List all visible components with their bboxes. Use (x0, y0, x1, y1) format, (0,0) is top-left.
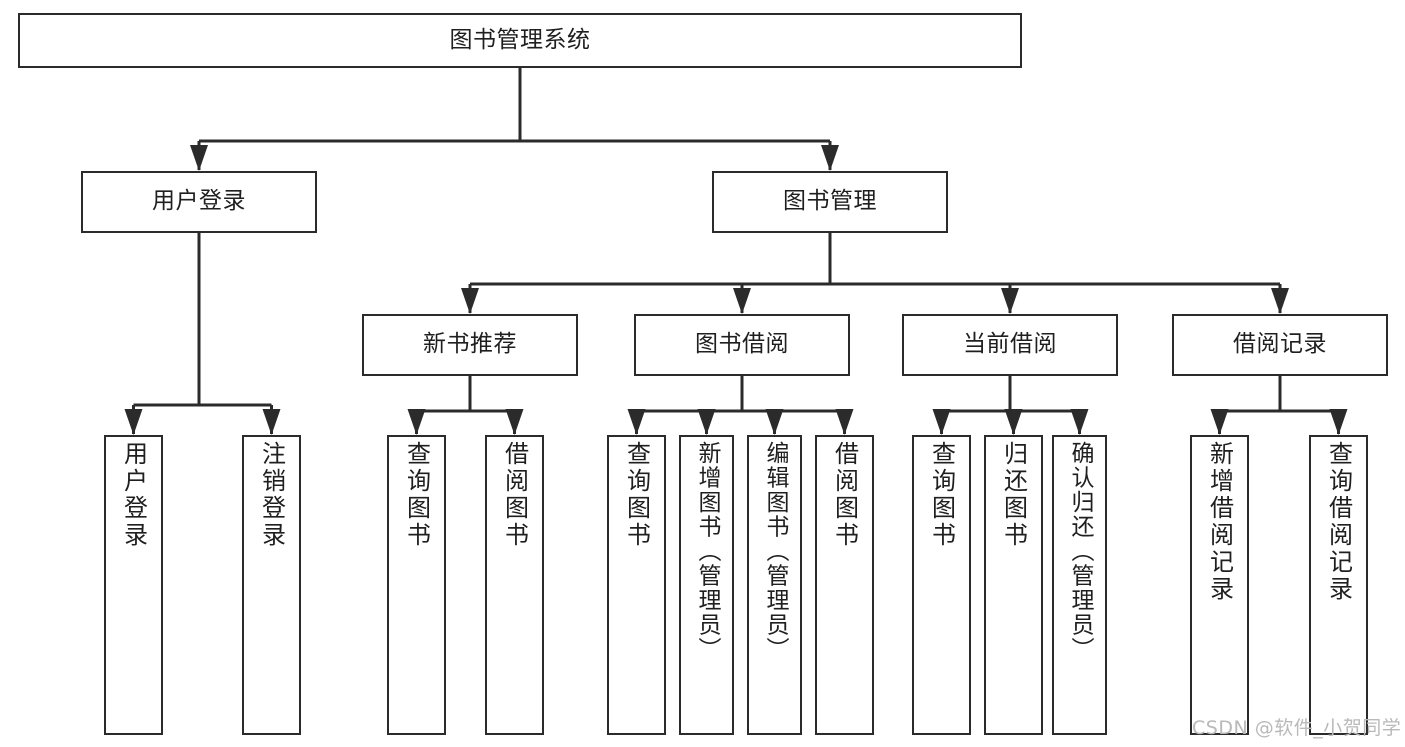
node-label-root: 图书管理系统 (449, 26, 591, 53)
arrowhead-icon-leaf-edit-book (765, 409, 784, 435)
node-leaf-query-rec[interactable]: 查询借阅记录 (1309, 435, 1368, 735)
arrowhead-icon-leaf-return (1004, 409, 1023, 435)
node-leaf-borrow-1[interactable]: 借阅图书 (485, 435, 544, 735)
node-label-leaf-query-2: 查询图书 (622, 441, 651, 549)
arrowhead-icon-leaf-query-1 (407, 409, 426, 435)
node-label-current-borrow: 当前借阅 (963, 331, 1057, 358)
arrowhead-icon-leaf-borrow-1 (505, 409, 524, 435)
node-label-new-book-rec: 新书推荐 (423, 331, 517, 358)
node-label-book-borrow: 图书借阅 (695, 331, 789, 358)
node-book-manage[interactable]: 图书管理 (712, 171, 948, 233)
node-new-book-rec[interactable]: 新书推荐 (362, 314, 578, 376)
arrowhead-icon-leaf-query-2 (627, 409, 646, 435)
arrowhead-icon-book-borrow (733, 288, 751, 314)
node-leaf-query-2[interactable]: 查询图书 (607, 435, 666, 735)
arrowhead-icon-leaf-add-book (697, 409, 716, 435)
node-label-leaf-query-3: 查询图书 (927, 441, 956, 549)
node-leaf-confirm[interactable]: 确认归还（管理员） (1052, 435, 1107, 735)
arrowhead-icon-leaf-query-3 (932, 409, 951, 435)
node-label-leaf-confirm: 确认归还（管理员） (1067, 441, 1093, 662)
arrowhead-icon-leaf-add-rec (1210, 409, 1229, 435)
node-label-leaf-add-book: 新增图书（管理员） (694, 441, 720, 662)
arrowhead-icon-leaf-query-rec (1329, 409, 1348, 435)
arrowhead-icon-leaf-borrow-2 (835, 409, 854, 435)
node-leaf-borrow-2[interactable]: 借阅图书 (815, 435, 874, 735)
node-leaf-query-1[interactable]: 查询图书 (387, 435, 446, 735)
node-leaf-add-rec[interactable]: 新增借阅记录 (1190, 435, 1249, 735)
node-leaf-return[interactable]: 归还图书 (984, 435, 1043, 735)
node-current-borrow[interactable]: 当前借阅 (902, 314, 1118, 376)
node-leaf-logout[interactable]: 注销登录 (242, 435, 301, 735)
node-book-borrow[interactable]: 图书借阅 (634, 314, 850, 376)
node-label-leaf-query-rec: 查询借阅记录 (1324, 441, 1353, 603)
node-leaf-edit-book[interactable]: 编辑图书（管理员） (747, 435, 802, 735)
node-label-leaf-return: 归还图书 (999, 441, 1028, 549)
arrowhead-icon-current-borrow (1001, 288, 1019, 314)
node-label-leaf-logout: 注销登录 (257, 441, 286, 549)
node-borrow-record[interactable]: 借阅记录 (1172, 314, 1388, 376)
node-label-leaf-edit-book: 编辑图书（管理员） (762, 441, 788, 662)
arrowhead-icon-leaf-user-login (124, 409, 143, 435)
node-root[interactable]: 图书管理系统 (18, 13, 1022, 68)
node-leaf-user-login[interactable]: 用户登录 (104, 435, 163, 735)
arrowhead-icon-leaf-logout (262, 409, 281, 435)
arrowhead-icon-user-login (190, 145, 208, 171)
node-label-leaf-user-login: 用户登录 (119, 441, 148, 549)
node-label-leaf-borrow-2: 借阅图书 (830, 441, 859, 549)
node-leaf-query-3[interactable]: 查询图书 (912, 435, 971, 735)
arrowhead-icon-leaf-confirm (1070, 409, 1089, 435)
node-label-borrow-record: 借阅记录 (1233, 331, 1327, 358)
node-user-login[interactable]: 用户登录 (81, 171, 317, 233)
node-label-leaf-query-1: 查询图书 (402, 441, 431, 549)
arrowhead-icon-borrow-record (1271, 288, 1289, 314)
arrowhead-icon-book-manage (821, 145, 839, 171)
arrowhead-icon-new-book-rec (461, 288, 479, 314)
node-label-book-manage: 图书管理 (783, 188, 877, 215)
csdn-watermark: CSDN @软件_小贺同学 (1192, 717, 1402, 739)
node-leaf-add-book[interactable]: 新增图书（管理员） (679, 435, 734, 735)
node-label-leaf-borrow-1: 借阅图书 (500, 441, 529, 549)
node-label-user-login: 用户登录 (152, 188, 246, 215)
node-label-leaf-add-rec: 新增借阅记录 (1205, 441, 1234, 603)
